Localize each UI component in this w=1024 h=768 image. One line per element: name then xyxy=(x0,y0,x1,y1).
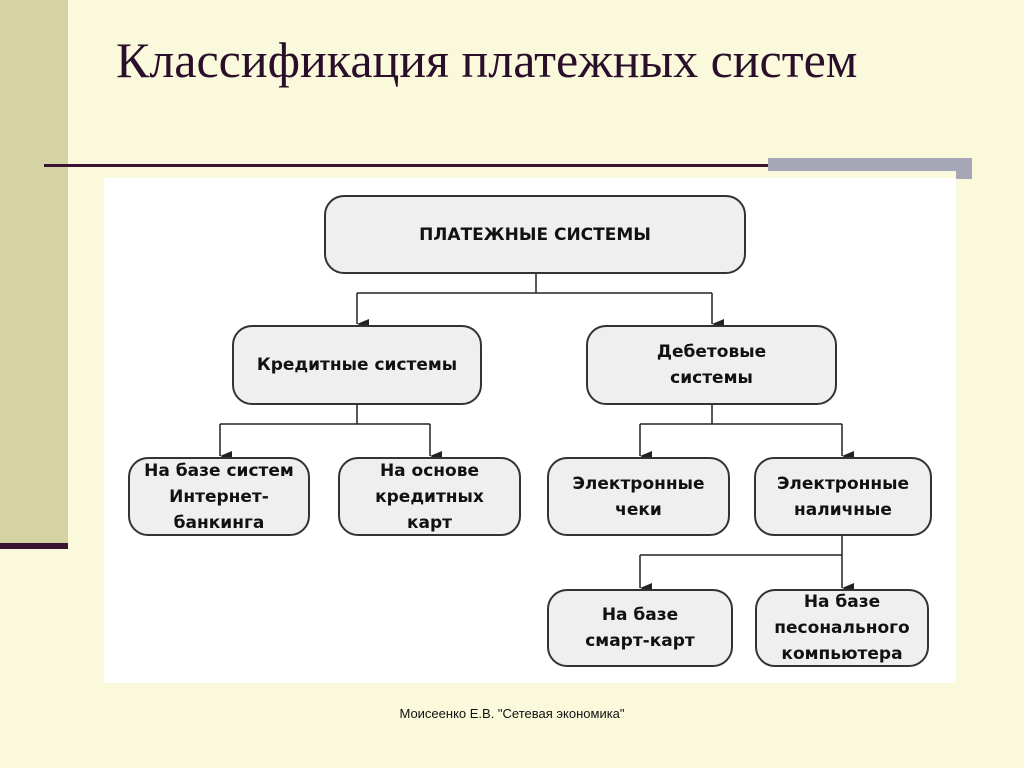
node-electronic-checks: Электронные чеки xyxy=(547,457,730,536)
node-personal-computer: На базе песонального компьютера xyxy=(755,589,929,667)
title-accent-bar xyxy=(768,158,972,171)
left-decor-band xyxy=(0,0,68,543)
title-accent-shadow xyxy=(956,171,972,179)
connector-lines xyxy=(219,274,854,593)
left-decor-line xyxy=(0,543,68,549)
title-divider xyxy=(44,164,972,167)
node-debit-systems: Дебетовые системы xyxy=(586,325,837,405)
slide-footer: Моисеенко Е.В. "Сетевая экономика" xyxy=(399,706,625,721)
node-electronic-cash: Электронные наличные xyxy=(754,457,932,536)
payment-systems-diagram: ПЛАТЕЖНЫЕ СИСТЕМЫ Кредитные системы Дебе… xyxy=(104,178,956,683)
node-smart-cards: На базе смарт-карт xyxy=(547,589,733,667)
node-payment-systems: ПЛАТЕЖНЫЕ СИСТЕМЫ xyxy=(324,195,746,274)
node-credit-systems: Кредитные системы xyxy=(232,325,482,405)
slide-title: Классификация платежных систем xyxy=(116,32,858,88)
node-credit-cards: На основе кредитных карт xyxy=(338,457,521,536)
node-internet-banking: На базе систем Интернет- банкинга xyxy=(128,457,310,536)
